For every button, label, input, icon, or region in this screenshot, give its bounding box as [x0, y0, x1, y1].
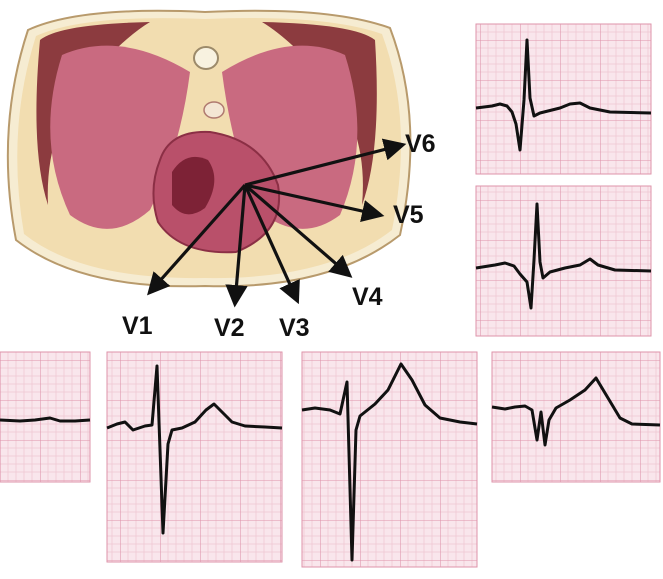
lead-label-v1: V1 [122, 312, 153, 340]
lead-label-v2: V2 [214, 314, 245, 342]
lead-label-v6: V6 [405, 130, 436, 158]
ecg-strip-v6 [476, 24, 651, 174]
thorax-cross-section [8, 11, 411, 287]
ecg-strip-v2 [107, 352, 282, 562]
lead-label-v4: V4 [352, 283, 383, 311]
ecg-strip-v1 [0, 352, 90, 482]
ecg-strip-v3 [302, 352, 477, 567]
lead-label-v3: V3 [279, 314, 310, 342]
lead-label-v5: V5 [393, 201, 424, 229]
ecg-strip-v5 [476, 186, 651, 336]
ecg-strip-v4 [492, 352, 660, 482]
aorta [204, 102, 224, 118]
vertebra [194, 47, 218, 69]
